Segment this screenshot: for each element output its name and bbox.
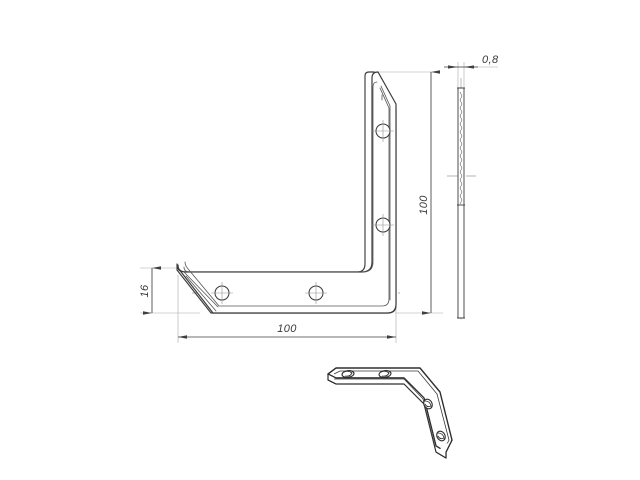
dimension-height: 100: [418, 70, 440, 315]
dimension-leg-width: 16: [139, 266, 161, 315]
mounting-holes: [211, 120, 394, 304]
dimension-thickness-label: 0,8: [482, 54, 499, 66]
side-profile-view: [457, 87, 465, 319]
isometric-holes: [341, 369, 446, 442]
iso-hole-3: [423, 398, 433, 410]
iso-hole-2: [378, 369, 392, 379]
isometric-bracket: [327, 367, 453, 459]
hole-v2: [372, 214, 394, 236]
bracket-outline: [177, 71, 397, 314]
hole-h1: [211, 282, 233, 304]
dimension-thickness: 0,8: [444, 54, 499, 69]
bracket-chamfer-lines: [185, 85, 391, 312]
iso-hole-4: [436, 430, 446, 442]
iso-hole-1: [341, 369, 355, 379]
dimension-width-label: 100: [277, 323, 297, 335]
hole-h2: [305, 282, 327, 304]
dimension-width: 100: [178, 323, 396, 339]
dimension-leg-width-label: 16: [139, 284, 151, 298]
hole-v1: [372, 120, 394, 142]
bracket-inner-offset: [183, 81, 383, 308]
dimension-height-label: 100: [418, 195, 430, 215]
bracket-rib-outline: [184, 87, 390, 307]
